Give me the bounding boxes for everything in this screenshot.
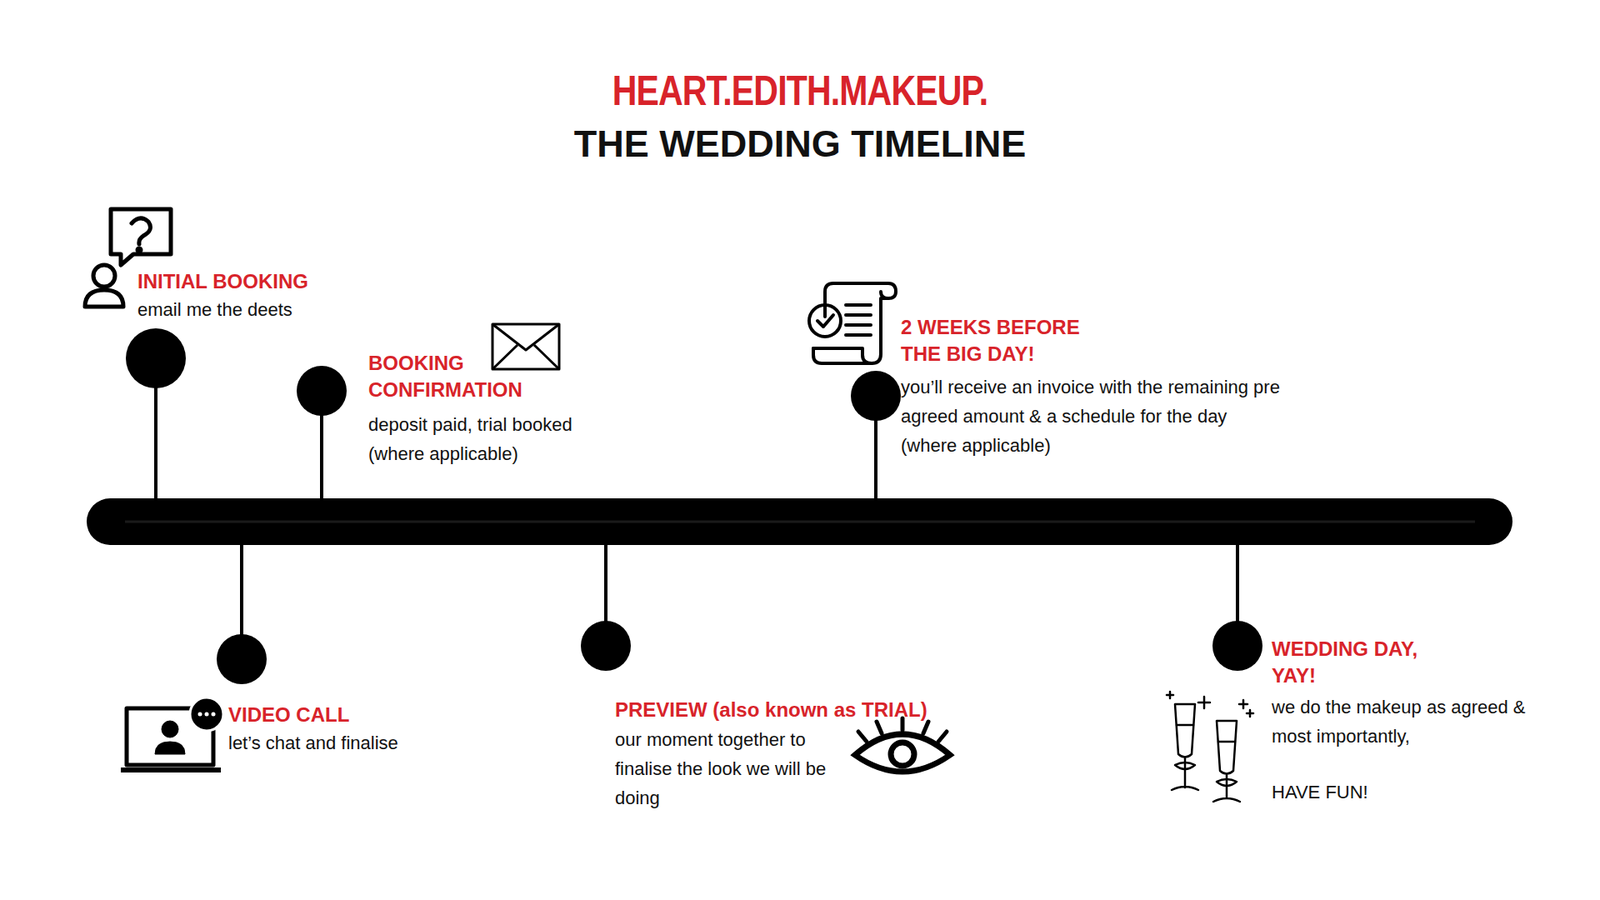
milestone-heading: INITIAL BOOKING (137, 268, 405, 295)
milestone: WEDDING DAY, YAY!we do the makeup as agr… (1271, 635, 1555, 807)
milestone-heading: 2 WEEKS BEFORE THE BIG DAY! (900, 314, 1101, 368)
envelope-icon (492, 324, 560, 370)
timeline-bar (86, 498, 1513, 545)
milestone-text: we do the makeup as agreed & most import… (1271, 692, 1555, 751)
milestone-text: let’s chat and finalise (228, 728, 495, 758)
milestone-heading: PREVIEW (also known as TRIAL) (615, 696, 999, 724)
milestone-text: HAVE FUN! (1271, 777, 1555, 807)
eye-icon (855, 718, 950, 772)
milestone-heading: WEDDING DAY, YAY! (1271, 635, 1455, 690)
milestone: BOOKING CONFIRMATION deposit paid, trial … (368, 350, 619, 469)
milestone: 2 WEEKS BEFORE THE BIG DAY!you’ll receiv… (900, 314, 1286, 460)
milestone-text: our moment together to finalise the look… (615, 725, 842, 813)
milestone: INITIAL BOOKINGemail me the deets (137, 268, 405, 325)
brand-name: HEART.EDITH.MAKEUP. (144, 66, 1456, 115)
laptop-icon (120, 697, 224, 770)
milestone-text: deposit paid, trial booked (where applic… (368, 410, 619, 469)
diagram-title: THE WEDDING TIMELINE (0, 122, 1600, 166)
milestone-text: email me the deets (137, 295, 405, 325)
milestone-heading: VIDEO CALL (228, 701, 445, 729)
invoice-icon (809, 283, 896, 364)
milestone: PREVIEW (also known as TRIAL)our moment … (615, 696, 999, 813)
milestone: VIDEO CALLlet’s chat and finalise (228, 701, 495, 758)
champagne-icon (1166, 691, 1254, 802)
milestone-heading: BOOKING CONFIRMATION (368, 350, 535, 404)
milestone-text: you’ll receive an invoice with the remai… (900, 372, 1286, 460)
